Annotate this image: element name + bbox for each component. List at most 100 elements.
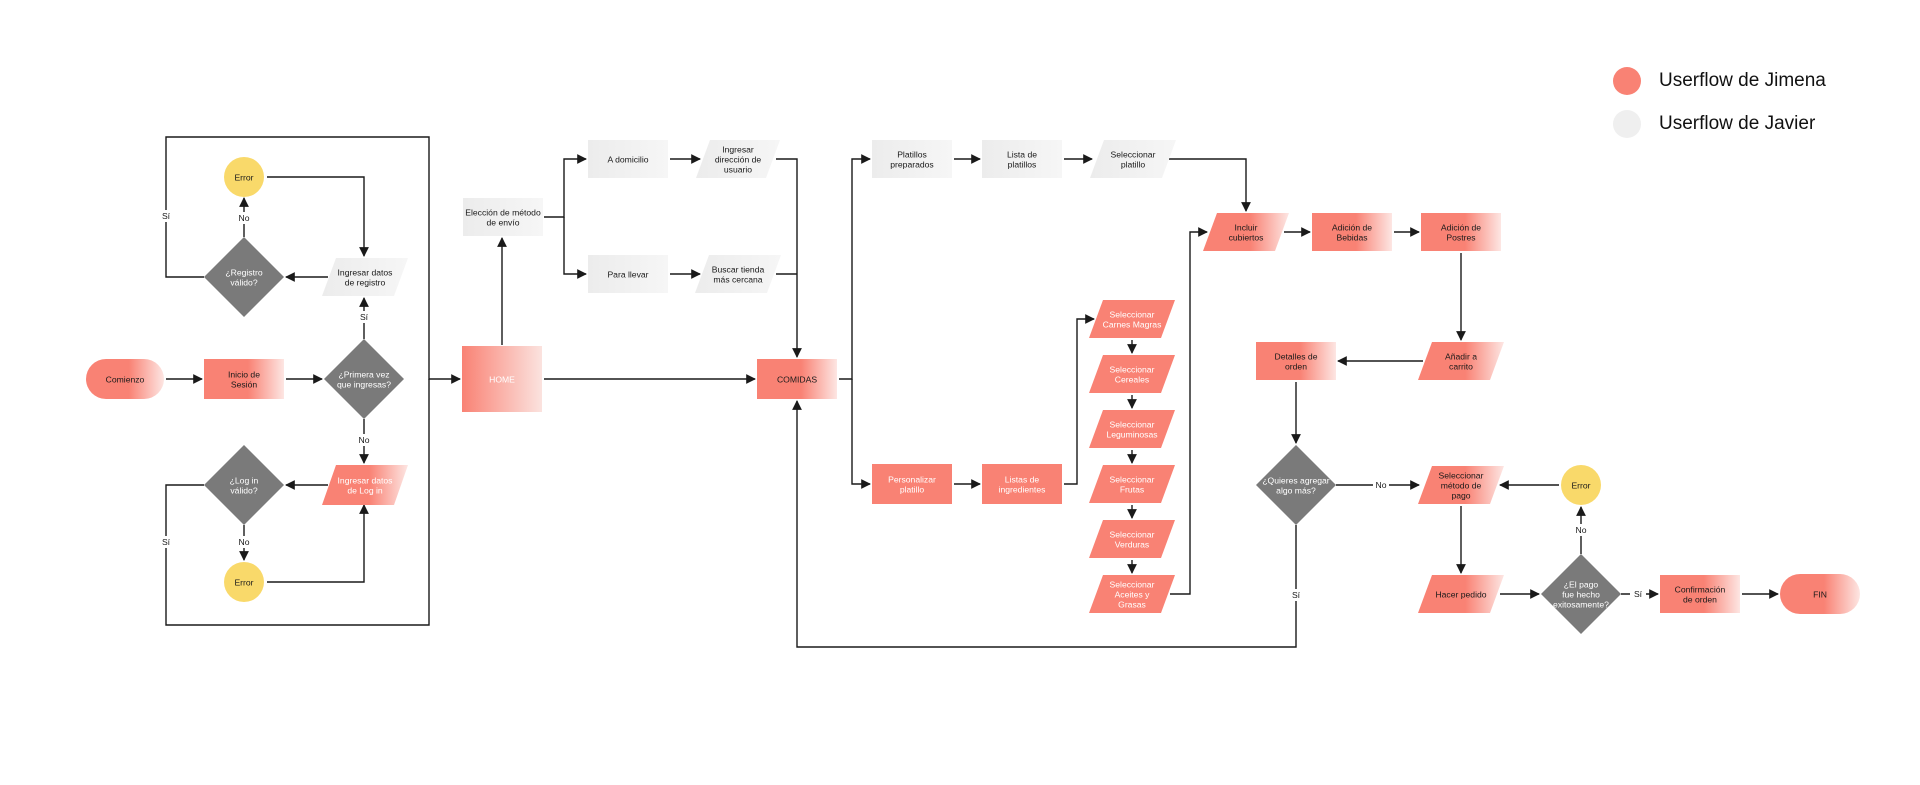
legend-item-javier: Userflow de Javier — [1613, 110, 1815, 138]
node-label: válido? — [230, 486, 257, 496]
node-label: fue hecho — [1562, 590, 1600, 600]
edge-label-registro-no: No — [239, 213, 250, 223]
node-home: HOME — [462, 346, 542, 412]
node-label: Seleccionar — [1110, 365, 1155, 375]
node-label: método de — [1441, 481, 1482, 491]
node-label: Grasas — [1118, 600, 1146, 610]
node-error-registro: Error — [224, 157, 264, 197]
node-a-domicilio: A domicilio — [588, 140, 668, 178]
node-label: Detalles de — [1275, 352, 1318, 362]
node-label: Lista de — [1007, 150, 1037, 160]
edge-label-primera-no: No — [359, 435, 370, 445]
node-label: COMIDAS — [777, 375, 817, 385]
node-label: A domicilio — [607, 155, 648, 165]
node-label: platillo — [1121, 160, 1146, 170]
node-label: dirección de — [715, 155, 762, 165]
edge-label-pago-si: Sí — [1634, 589, 1643, 599]
legend-label-javier: Userflow de Javier — [1659, 113, 1816, 134]
node-label: Ingresar datos — [338, 476, 393, 486]
legend-label-jimena: Userflow de Jimena — [1659, 70, 1826, 91]
node-label: Buscar tienda — [712, 265, 765, 275]
node-label: de orden — [1683, 595, 1717, 605]
node-error-pago: Error — [1561, 465, 1601, 505]
node-label: Platillos — [897, 150, 927, 160]
node-label: algo más? — [1276, 486, 1316, 496]
node-label: Seleccionar — [1110, 310, 1155, 320]
node-label: Comienzo — [106, 375, 145, 385]
connector-lines — [165, 136, 1779, 648]
node-label: ¿Quieres agregar — [1262, 476, 1329, 486]
node-label: ¿Registro — [225, 268, 262, 278]
node-label: que ingresas? — [337, 380, 391, 390]
edge-label-agregar-no: No — [1376, 480, 1387, 490]
node-label: Personalizar — [888, 475, 936, 485]
node-label: de registro — [345, 278, 386, 288]
node-label: Incluir — [1235, 223, 1258, 233]
edge-direccion-comidas — [776, 158, 802, 358]
node-label: Seleccionar — [1110, 580, 1155, 590]
node-label: ingredientes — [999, 485, 1046, 495]
node-label: Error — [234, 173, 253, 183]
node-hacer-pedido: Hacer pedido — [1418, 575, 1504, 613]
node-label: carrito — [1449, 362, 1473, 372]
edge-agregar-si-comidas — [792, 400, 1297, 648]
edge-comidas-personalizar — [851, 379, 871, 489]
node-label: Carnes Magras — [1103, 320, 1162, 330]
node-label: Hacer pedido — [1435, 590, 1486, 600]
node-label: más cercana — [713, 275, 762, 285]
node-label: ¿Log in — [230, 476, 259, 486]
edge-error-login — [267, 504, 369, 583]
node-label: Frutas — [1120, 485, 1144, 495]
edge-label-primera-si: Sí — [360, 312, 369, 322]
edge-label-agregar-si: Sí — [1292, 590, 1301, 600]
node-para-llevar: Para llevar — [588, 255, 668, 293]
edge-label-login-si: Sí — [162, 537, 171, 547]
node-error-login: Error — [224, 562, 264, 602]
node-label: Seleccionar — [1110, 530, 1155, 540]
node-label: Ingresar — [722, 145, 754, 155]
node-label: ¿El pago — [1564, 580, 1599, 590]
edge-ingredientes-carnes — [1064, 314, 1095, 485]
edge-registro-si-home — [165, 136, 461, 384]
edge-aceites-cubiertos — [1170, 227, 1208, 595]
edge-envio-domicilio — [544, 154, 587, 218]
node-label: Para llevar — [607, 270, 648, 280]
node-label: Inicio de — [228, 370, 260, 380]
node-label: FIN — [1813, 590, 1827, 600]
node-label: válido? — [230, 278, 257, 288]
node-label: pago — [1451, 491, 1470, 501]
node-label: Error — [1571, 481, 1590, 491]
node-label: Seleccionar — [1110, 420, 1155, 430]
node-label: platillos — [1008, 160, 1037, 170]
edge-envio-llevar — [563, 217, 587, 279]
node-label: preparados — [890, 160, 933, 170]
node-label: HOME — [489, 375, 515, 385]
node-label: Aceites y — [1115, 590, 1151, 600]
node-label: Confirmación — [1675, 585, 1726, 595]
node-label: Cereales — [1115, 375, 1149, 385]
edge-error-reingresar — [267, 176, 369, 257]
node-label: Elección de método — [465, 208, 541, 218]
node-label: usuario — [724, 165, 752, 175]
node-comidas: COMIDAS — [757, 359, 837, 399]
node-label: Leguminosas — [1106, 430, 1157, 440]
